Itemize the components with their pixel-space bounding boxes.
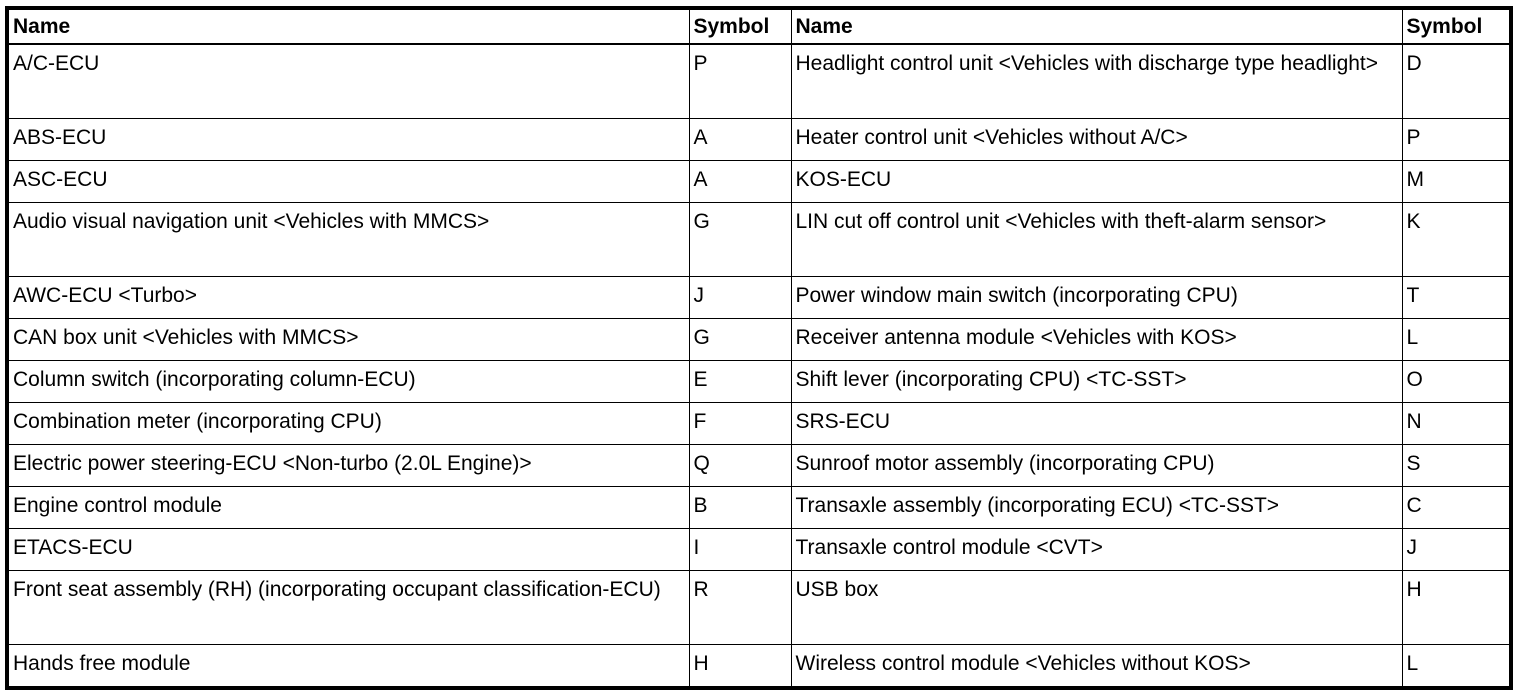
symbol-right-cell: L [1401, 643, 1509, 686]
symbol-left-cell: J [688, 275, 792, 319]
name-right-cell: Transaxle assembly (incorporating ECU) <… [790, 485, 1403, 529]
name-right-cell: Receiver antenna module <Vehicles with K… [790, 317, 1403, 361]
table-row: Electric power steering-ECU <Non-turbo (… [9, 443, 1509, 487]
name-right-cell: Sunroof motor assembly (incorporating CP… [790, 443, 1403, 487]
table-row: CAN box unit <Vehicles with MMCS> G Rece… [9, 317, 1509, 361]
symbol-right-cell: S [1401, 443, 1509, 487]
symbol-right-cell: D [1401, 43, 1509, 119]
name-left-cell: ABS-ECU [9, 117, 690, 161]
symbol-right-cell: N [1401, 401, 1509, 445]
table-row: A/C-ECU P Headlight control unit <Vehicl… [9, 43, 1509, 119]
name-left-cell: Combination meter (incorporating CPU) [9, 401, 690, 445]
symbol-right-cell: O [1401, 359, 1509, 403]
table-row: Engine control module B Transaxle assemb… [9, 485, 1509, 529]
table-row: Audio visual navigation unit <Vehicles w… [9, 201, 1509, 277]
symbol-right-cell: H [1401, 569, 1509, 645]
name-left-cell: Front seat assembly (RH) (incorporating … [9, 569, 690, 645]
symbol-right-cell: P [1401, 117, 1509, 161]
table-row: ASC-ECU A KOS-ECU M [9, 159, 1509, 203]
name-right-cell: Transaxle control module <CVT> [790, 527, 1403, 571]
name-left-cell: Hands free module [9, 643, 690, 686]
name-left-cell: A/C-ECU [9, 43, 690, 119]
table-row: Combination meter (incorporating CPU) F … [9, 401, 1509, 445]
symbol-right-cell: L [1401, 317, 1509, 361]
symbol-right-cell: T [1401, 275, 1509, 319]
table-row: Front seat assembly (RH) (incorporating … [9, 569, 1509, 645]
name-right-cell: Power window main switch (incorporating … [790, 275, 1403, 319]
table-row: Column switch (incorporating column-ECU)… [9, 359, 1509, 403]
symbol-left-cell: Q [688, 443, 792, 487]
name-left-cell: ETACS-ECU [9, 527, 690, 571]
name-right-cell: USB box [790, 569, 1403, 645]
table-frame: Name Symbol Name Symbol A/C-ECU P Headli… [5, 6, 1513, 690]
name-right-cell: LIN cut off control unit <Vehicles with … [790, 201, 1403, 277]
header-symbol-right: Symbol [1401, 10, 1509, 45]
symbol-left-cell: A [688, 159, 792, 203]
symbol-left-cell: H [688, 643, 792, 686]
symbol-left-cell: R [688, 569, 792, 645]
name-left-cell: AWC-ECU <Turbo> [9, 275, 690, 319]
name-left-cell: Electric power steering-ECU <Non-turbo (… [9, 443, 690, 487]
symbol-left-cell: A [688, 117, 792, 161]
table-row: Hands free module H Wireless control mod… [9, 643, 1509, 686]
symbol-left-cell: I [688, 527, 792, 571]
name-left-cell: CAN box unit <Vehicles with MMCS> [9, 317, 690, 361]
name-right-cell: Shift lever (incorporating CPU) <TC-SST> [790, 359, 1403, 403]
symbol-left-cell: E [688, 359, 792, 403]
symbol-left-cell: P [688, 43, 792, 119]
ecu-symbol-table: Name Symbol Name Symbol A/C-ECU P Headli… [9, 10, 1509, 686]
name-left-cell: ASC-ECU [9, 159, 690, 203]
name-right-cell: Heater control unit <Vehicles without A/… [790, 117, 1403, 161]
table-row: AWC-ECU <Turbo> J Power window main swit… [9, 275, 1509, 319]
header-name-right: Name [790, 10, 1403, 45]
table-row: ABS-ECU A Heater control unit <Vehicles … [9, 117, 1509, 161]
name-left-cell: Engine control module [9, 485, 690, 529]
header-row: Name Symbol Name Symbol [9, 10, 1509, 45]
symbol-right-cell: K [1401, 201, 1509, 277]
table-row: ETACS-ECU I Transaxle control module <CV… [9, 527, 1509, 571]
symbol-left-cell: F [688, 401, 792, 445]
symbol-left-cell: G [688, 317, 792, 361]
name-right-cell: Headlight control unit <Vehicles with di… [790, 43, 1403, 119]
name-left-cell: Column switch (incorporating column-ECU) [9, 359, 690, 403]
header-name-left: Name [9, 10, 690, 45]
symbol-left-cell: B [688, 485, 792, 529]
symbol-left-cell: G [688, 201, 792, 277]
symbol-right-cell: J [1401, 527, 1509, 571]
header-symbol-left: Symbol [688, 10, 792, 45]
name-right-cell: KOS-ECU [790, 159, 1403, 203]
name-right-cell: Wireless control module <Vehicles withou… [790, 643, 1403, 686]
name-left-cell: Audio visual navigation unit <Vehicles w… [9, 201, 690, 277]
symbol-right-cell: M [1401, 159, 1509, 203]
name-right-cell: SRS-ECU [790, 401, 1403, 445]
symbol-right-cell: C [1401, 485, 1509, 529]
